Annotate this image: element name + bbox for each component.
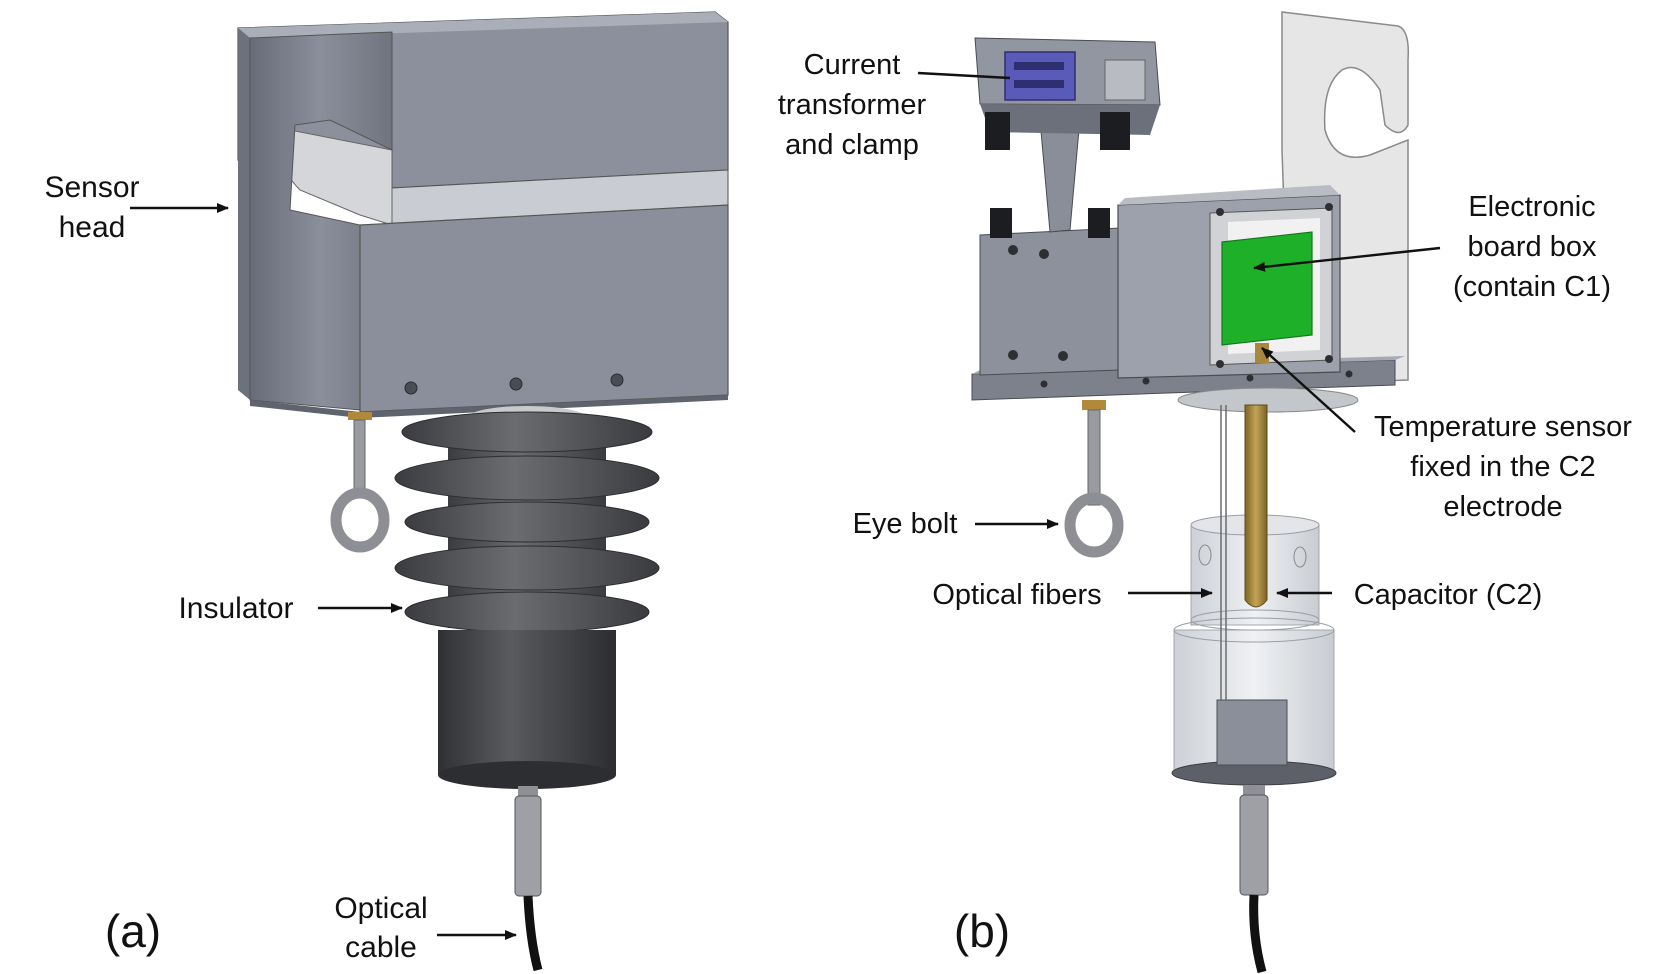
panel-label-b: (b) bbox=[954, 905, 1010, 957]
electronic-board-box bbox=[1117, 185, 1341, 379]
optical-cable-b bbox=[1239, 785, 1269, 974]
label-eye-bolt: Eye bolt bbox=[853, 508, 958, 540]
ct-upper-clamp bbox=[974, 37, 1161, 233]
label-temperature-sensor-line2: fixed in the C2 bbox=[1410, 451, 1595, 483]
label-optical-fibers: Optical fibers bbox=[932, 579, 1101, 611]
label-electronic-board-box-line2: board box bbox=[1468, 231, 1597, 263]
label-current-transformer-line3: and clamp bbox=[785, 129, 919, 161]
eye-bolt-a bbox=[330, 412, 390, 553]
label-optical-cable-line2: cable bbox=[345, 931, 417, 964]
eye-bolt-b bbox=[1064, 400, 1124, 558]
panel-label-a: (a) bbox=[105, 905, 161, 957]
label-insulator: Insulator bbox=[178, 592, 293, 625]
insulator-a bbox=[394, 406, 660, 789]
panel-b: Current transformer and clamp Electronic… bbox=[778, 11, 1632, 974]
label-electronic-board-box-line3: (contain C1) bbox=[1453, 271, 1611, 303]
label-electronic-board-box-line1: Electronic bbox=[1468, 191, 1595, 223]
label-capacitor: Capacitor (C2) bbox=[1354, 579, 1543, 611]
label-current-transformer-line2: transformer bbox=[778, 89, 927, 121]
label-temperature-sensor-line3: electrode bbox=[1443, 491, 1562, 523]
label-current-transformer-line1: Current bbox=[804, 49, 901, 81]
label-temperature-sensor-line1: Temperature sensor bbox=[1374, 411, 1632, 443]
sensor-head-housing bbox=[237, 11, 729, 418]
optical-cable-a bbox=[514, 786, 543, 972]
glass-insulator bbox=[1171, 387, 1359, 786]
arrow-current-transformer bbox=[917, 71, 1011, 80]
label-sensor-head-line1: Sensor bbox=[44, 171, 139, 204]
arrow-electronic-board-box bbox=[1253, 246, 1441, 272]
arrow-temperature-sensor bbox=[1261, 347, 1356, 433]
label-optical-cable-line1: Optical bbox=[334, 892, 427, 925]
panel-a: Sensor head Insulator Optical cable (a) bbox=[44, 11, 729, 972]
label-sensor-head-line2: head bbox=[59, 211, 126, 244]
